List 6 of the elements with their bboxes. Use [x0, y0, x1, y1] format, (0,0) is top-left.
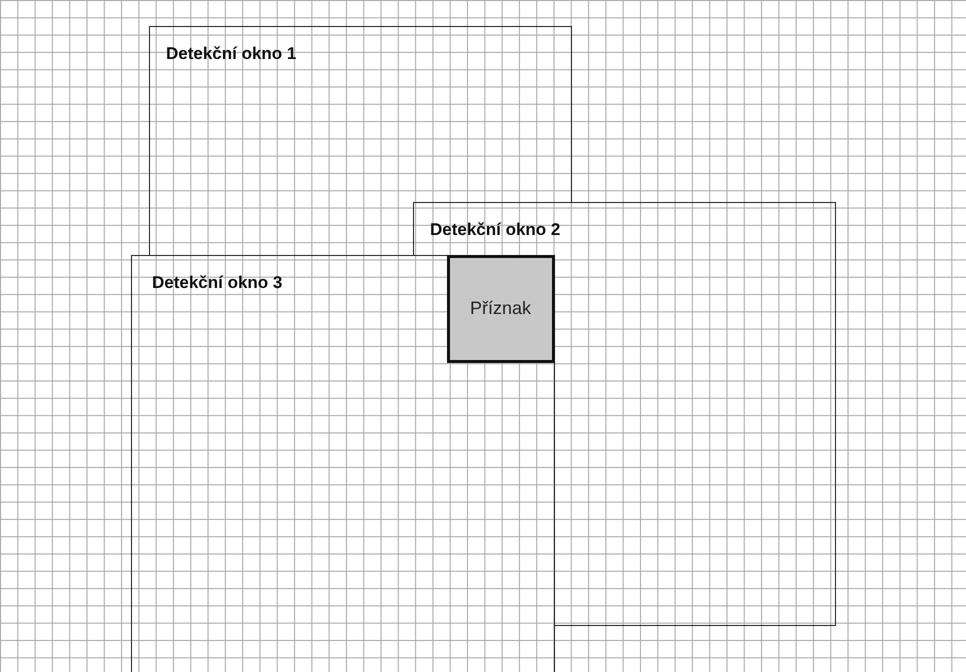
window-title: Detekční okno 2: [430, 220, 560, 240]
window-title: Detekční okno 3: [152, 273, 282, 293]
detection-window-frame: [131, 255, 555, 672]
feature-box: Příznak: [446, 254, 554, 362]
window-title: Detekční okno 1: [166, 44, 296, 64]
detection-window-frame: [149, 26, 572, 202]
